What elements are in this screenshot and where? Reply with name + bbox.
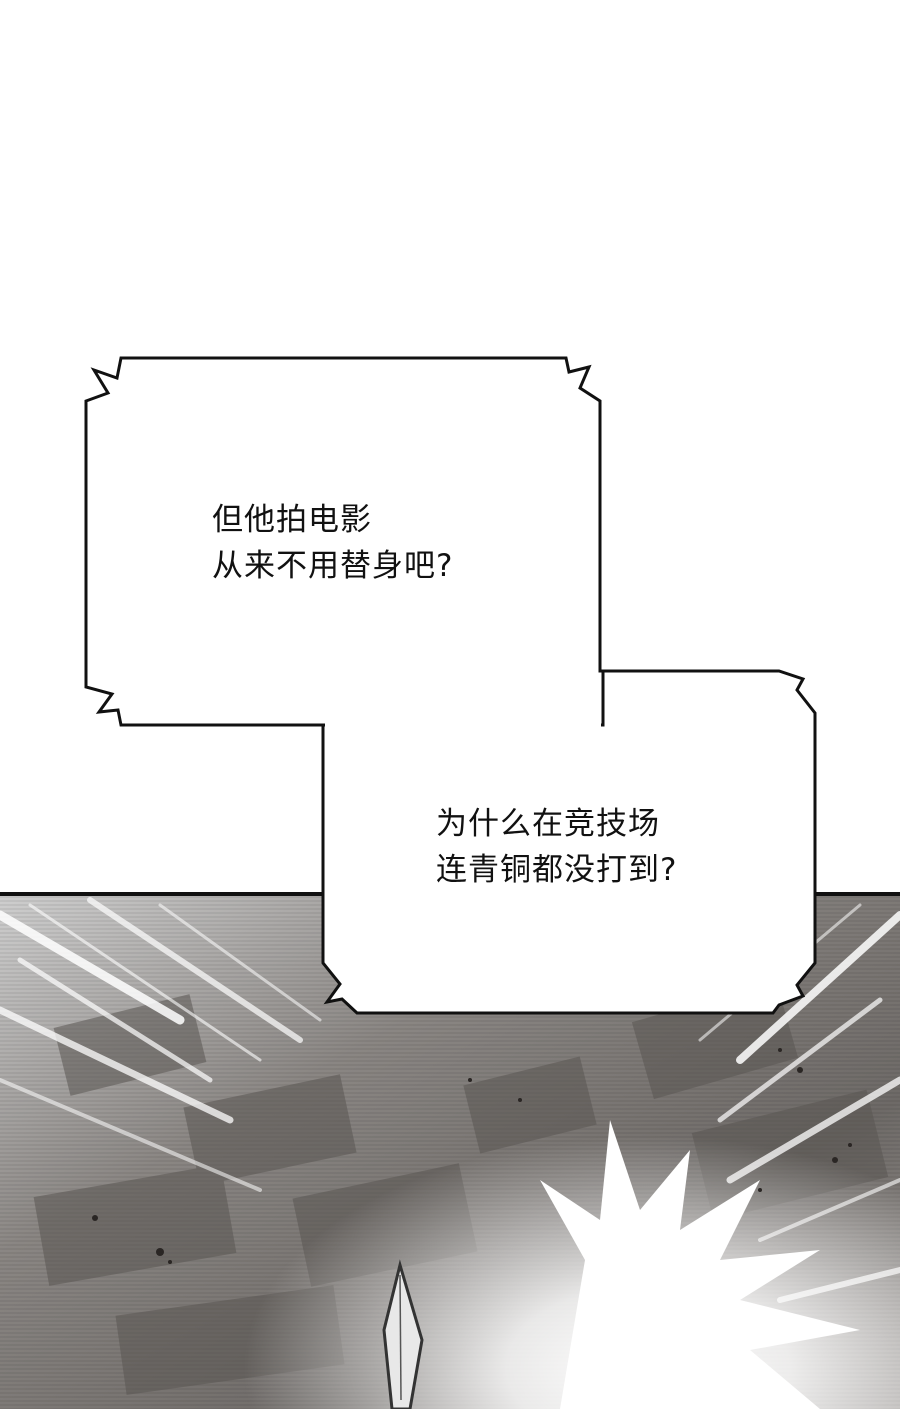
speech-bubble-1-text: 但他拍电影 从来不用替身吧? [212, 497, 453, 589]
speech-line: 但他拍电影 [212, 502, 372, 538]
speech-line: 从来不用替身吧? [212, 548, 454, 584]
speech-bubbles [84, 356, 817, 1015]
debris-speckles [92, 1048, 852, 1264]
speech-bubble-1 [84, 356, 779, 727]
speech-line: 连青铜都没打到? [436, 852, 678, 888]
speech-bubble-2-text: 为什么在竞技场 连青铜都没打到? [436, 801, 677, 893]
spear-tip [382, 1259, 424, 1409]
speech-line: 为什么在竞技场 [436, 806, 660, 842]
